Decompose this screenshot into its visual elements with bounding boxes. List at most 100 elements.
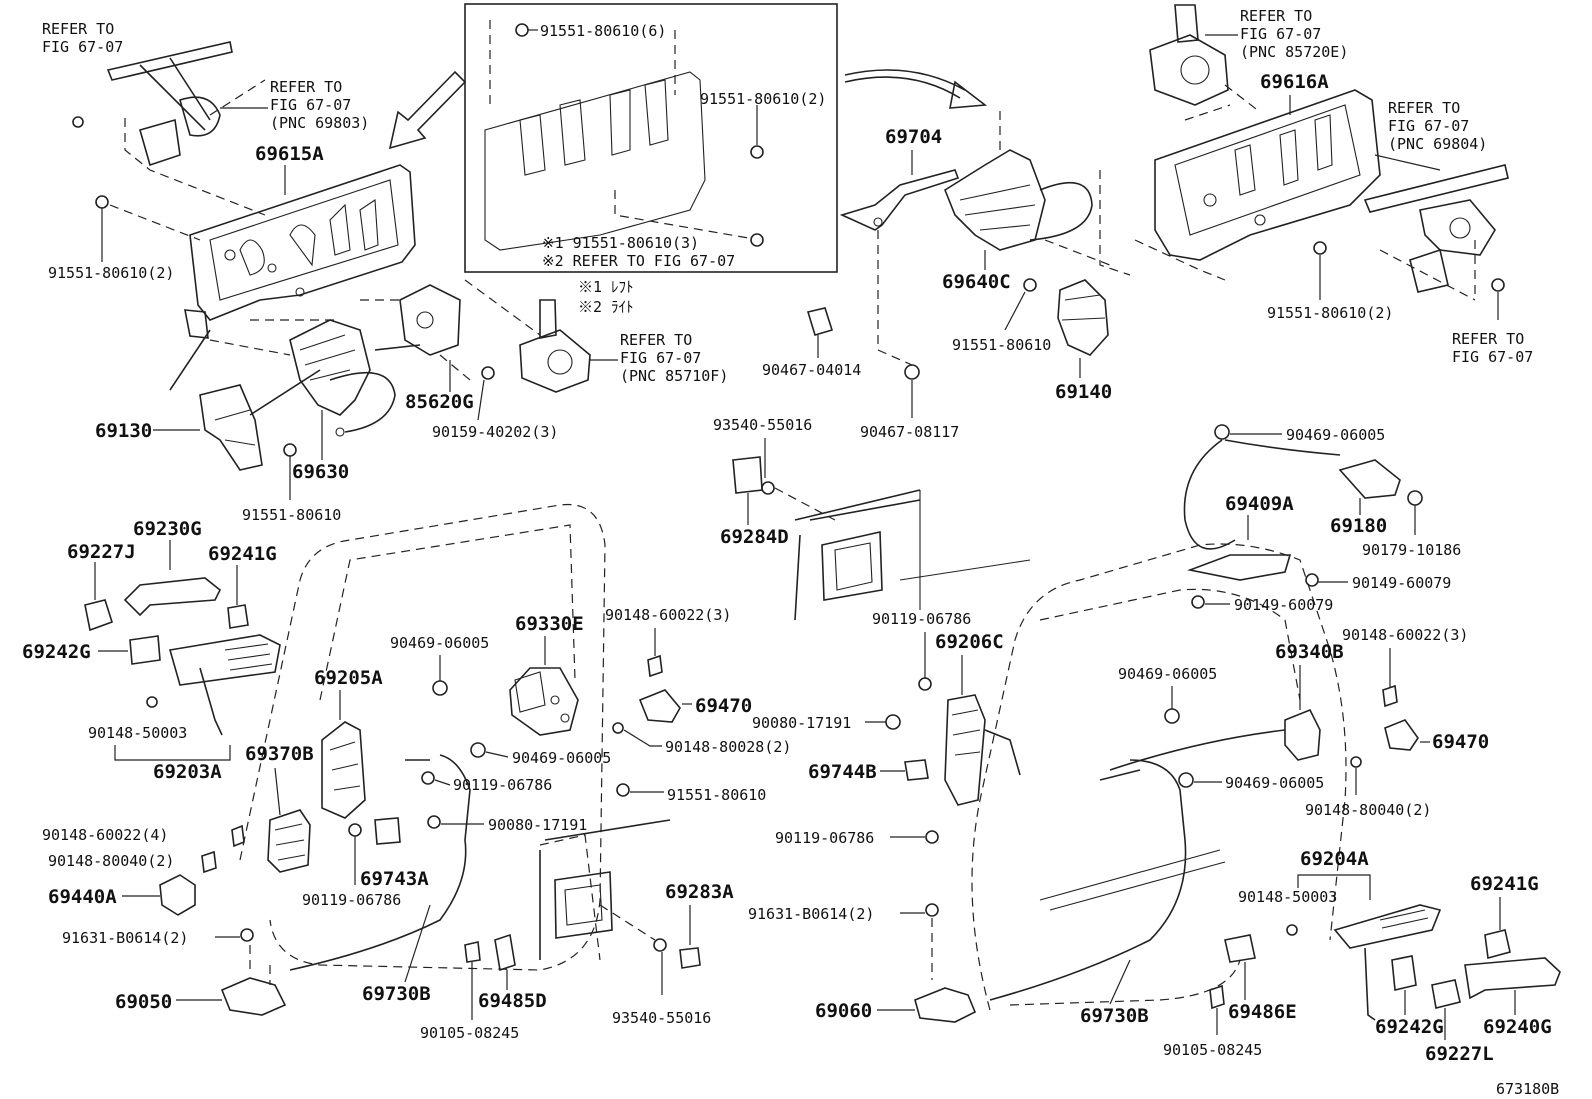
label-inset-refer: ※2 REFER TO FIG 67-07	[542, 252, 735, 270]
svg-text:69470: 69470	[1432, 731, 1489, 753]
part-69180: 69180	[1330, 459, 1401, 537]
svg-text:REFER TO: REFER TO	[620, 331, 692, 349]
svg-text:REFER TO: REFER TO	[1452, 330, 1524, 348]
svg-text:90105-08245: 90105-08245	[1163, 1041, 1262, 1059]
svg-text:90469-06005: 90469-06005	[512, 749, 611, 767]
label-90159-40202: 90159-40202(3)	[432, 366, 558, 441]
part-69241G-right: 69241G	[1470, 873, 1539, 960]
svg-text:69227J: 69227J	[67, 541, 136, 563]
outer-frame-section-mid	[794, 489, 921, 621]
svg-text:69130: 69130	[95, 420, 152, 442]
svg-text:69230G: 69230G	[133, 518, 202, 540]
svg-text:69204A: 69204A	[1300, 848, 1369, 870]
part-69409A: 69409A	[1183, 439, 1341, 581]
window-regulator-front-left	[72, 41, 266, 216]
part-69485D: 69485D	[478, 933, 547, 1012]
part-69486E: 69486E	[1224, 934, 1297, 1023]
inset-box	[464, 3, 838, 273]
svg-text:REFER TO: REFER TO	[1240, 7, 1312, 25]
svg-text:(PNC 69804): (PNC 69804)	[1388, 135, 1487, 153]
svg-text:FIG 67-07: FIG 67-07	[1388, 117, 1469, 135]
part-69140: 69140	[1055, 279, 1112, 403]
svg-text:90105-08245: 90105-08245	[420, 1024, 519, 1042]
svg-text:90148-60022(3): 90148-60022(3)	[605, 606, 731, 624]
svg-text:69227L: 69227L	[1425, 1043, 1494, 1065]
label-69130: 69130	[95, 384, 263, 471]
svg-text:69284D: 69284D	[720, 526, 789, 548]
svg-text:69060: 69060	[815, 1000, 872, 1022]
label-85620G: 85620G	[405, 360, 474, 413]
svg-text:90179-10186: 90179-10186	[1362, 541, 1461, 559]
svg-text:69730B: 69730B	[1080, 1005, 1149, 1027]
svg-text:(PNC 85710F): (PNC 85710F)	[620, 367, 728, 385]
svg-text:69340B: 69340B	[1275, 641, 1344, 663]
svg-text:69485D: 69485D	[478, 990, 547, 1012]
svg-text:69241G: 69241G	[1470, 873, 1539, 895]
window-motor-rear	[1149, 4, 1261, 121]
svg-text:91551-80610: 91551-80610	[667, 786, 766, 804]
label-90467-08117: 90467-08117	[860, 364, 959, 441]
part-69050: 69050	[115, 945, 287, 1016]
label-91551-80610-3: ※1 91551-80610(3)	[542, 234, 699, 252]
refer-note-69804: REFER TO FIG 67-07 (PNC 69804)	[1374, 99, 1487, 171]
part-69340B: 69340B	[1109, 641, 1344, 771]
label-91551-80610-2-left: 91551-80610(2)	[48, 195, 201, 282]
svg-text:90148-80040(2): 90148-80040(2)	[48, 852, 174, 870]
label-90148-60022-4: 90148-60022(4)	[42, 824, 245, 848]
note-1: ※1 ﾚﾌﾄ	[578, 278, 634, 296]
door-inner-panel-rear	[1099, 89, 1381, 281]
label-90148-80040-2-left: 90148-80040(2)	[48, 850, 217, 874]
part-69242G-right: 69242G	[1375, 955, 1444, 1038]
svg-text:90469-06005: 90469-06005	[390, 634, 489, 652]
label-90148-60022-3-right: 90148-60022(3)	[1342, 626, 1468, 708]
figure-id: 673180B	[1496, 1080, 1559, 1098]
svg-text:90149-60079: 90149-60079	[1352, 574, 1451, 592]
label-90469-06005-e: 90469-06005	[1178, 772, 1324, 792]
svg-text:69240G: 69240G	[1483, 1016, 1552, 1038]
part-69330E: 69330E	[509, 613, 584, 736]
svg-text:REFER TO: REFER TO	[1388, 99, 1460, 117]
label-90148-80028: 90148-80028(2)	[612, 722, 791, 756]
svg-text:FIG 67-07: FIG 67-07	[620, 349, 701, 367]
part-69744B: 69744B	[808, 759, 929, 783]
svg-text:69050: 69050	[115, 991, 172, 1013]
window-regulator-rear	[1363, 164, 1509, 301]
door-inner-panel-front	[169, 164, 416, 391]
label-90119-06786-c: 90119-06786	[872, 610, 971, 691]
svg-text:FIG 67-07: FIG 67-07	[270, 96, 351, 114]
cable-69730B-left: 69730B	[289, 754, 471, 1005]
refer-note-bottom-right: REFER TO FIG 67-07	[1452, 278, 1533, 366]
label-91551-80610-6: 91551-80610(6)	[540, 22, 666, 40]
label-69704: 69704	[839, 126, 960, 366]
svg-text:69180: 69180	[1330, 515, 1387, 537]
svg-text:REFER TO: REFER TO	[42, 20, 114, 38]
svg-text:90148-60022(4): 90148-60022(4)	[42, 826, 168, 844]
label-90119-06786-b: 90119-06786	[302, 823, 401, 909]
label-91551-80610-front: 91551-80610	[242, 443, 341, 524]
refer-note-top-left: REFER TO FIG 67-07	[42, 20, 123, 56]
part-69227L: 69227L	[1425, 979, 1494, 1065]
part-69204A: 69204A 90148-50003	[1238, 848, 1442, 1021]
label-90119-06786-a: 90119-06786	[421, 771, 552, 794]
svg-text:69440A: 69440A	[48, 886, 117, 908]
label-90148-80040-2-right: 90148-80040(2)	[1305, 756, 1431, 819]
svg-text:69615A: 69615A	[255, 143, 324, 165]
label-90105-08245-right: 90105-08245	[1163, 984, 1262, 1059]
label-69630: 69630	[292, 410, 349, 483]
svg-text:69140: 69140	[1055, 381, 1112, 403]
svg-text:(PNC 85720E): (PNC 85720E)	[1240, 43, 1348, 61]
svg-text:69486E: 69486E	[1228, 1001, 1297, 1023]
front-door-shell	[239, 503, 606, 971]
part-69060: 69060	[815, 987, 977, 1023]
svg-text:90149-60079: 90149-60079	[1234, 596, 1333, 614]
part-69283A: 69283A	[665, 881, 734, 969]
refer-note-69803: REFER TO FIG 67-07 (PNC 69803)	[220, 78, 369, 132]
direction-arrow-left	[388, 70, 467, 150]
svg-text:REFER TO: REFER TO	[270, 78, 342, 96]
direction-arrow-right	[844, 69, 988, 109]
label-91631-B0614-right: 91631-B0614(2)	[748, 903, 939, 980]
svg-text:69704: 69704	[885, 126, 942, 148]
svg-text:90119-06786: 90119-06786	[775, 829, 874, 847]
svg-text:69630: 69630	[292, 461, 349, 483]
